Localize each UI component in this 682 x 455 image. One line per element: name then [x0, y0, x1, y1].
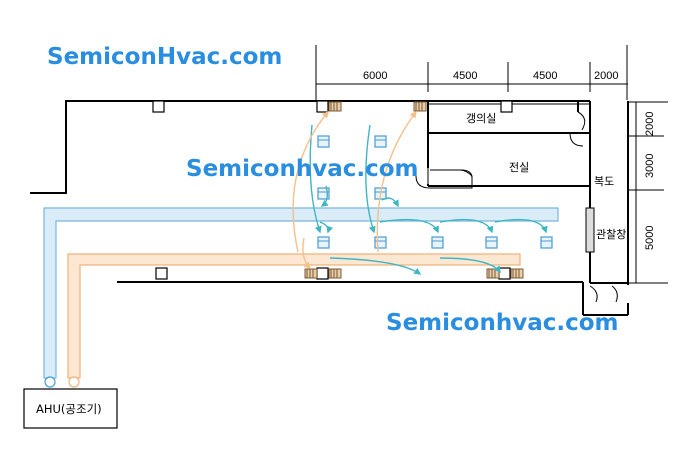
ahu-supply-fan-icon [44, 376, 56, 388]
supply-diffusers [317, 135, 553, 249]
dim-top-3: 4500 [533, 70, 557, 82]
room-label-gown: 갱의실 [466, 112, 496, 125]
return-duct [67, 253, 521, 379]
ahu-box [23, 388, 118, 429]
room-label-corridor: 복도 [594, 175, 614, 188]
room-label-anteroom: 전실 [509, 161, 529, 174]
dim-right-1: 2000 [644, 112, 656, 136]
wall-boxes [152, 100, 513, 280]
viewing-window [585, 207, 595, 253]
return-grilles [304, 101, 524, 279]
dim-top-1: 6000 [363, 70, 387, 82]
dim-top-2: 4500 [453, 70, 477, 82]
return-airflow-arrows [292, 110, 417, 269]
dim-right-2: 3000 [644, 154, 656, 178]
watermark-top: SemiconHvac.com [47, 44, 283, 70]
doors [415, 111, 618, 303]
supply-airflow-arrows [309, 124, 548, 275]
watermark-bottom: Semiconhvac.com [386, 310, 619, 336]
ahu-label: AHU(공조기) [36, 402, 102, 416]
room-label-viewing-window: 관찰창 [596, 228, 626, 241]
dim-top-4: 2000 [594, 70, 618, 82]
watermark-middle: Semiconhvac.com [186, 156, 419, 182]
right-dimension-lines [628, 101, 668, 284]
supply-duct [43, 207, 559, 379]
top-dimension-lines [315, 45, 628, 100]
dim-right-3: 5000 [644, 226, 656, 250]
ahu-return-fan-icon [68, 376, 80, 388]
ahu-unit [23, 376, 118, 429]
